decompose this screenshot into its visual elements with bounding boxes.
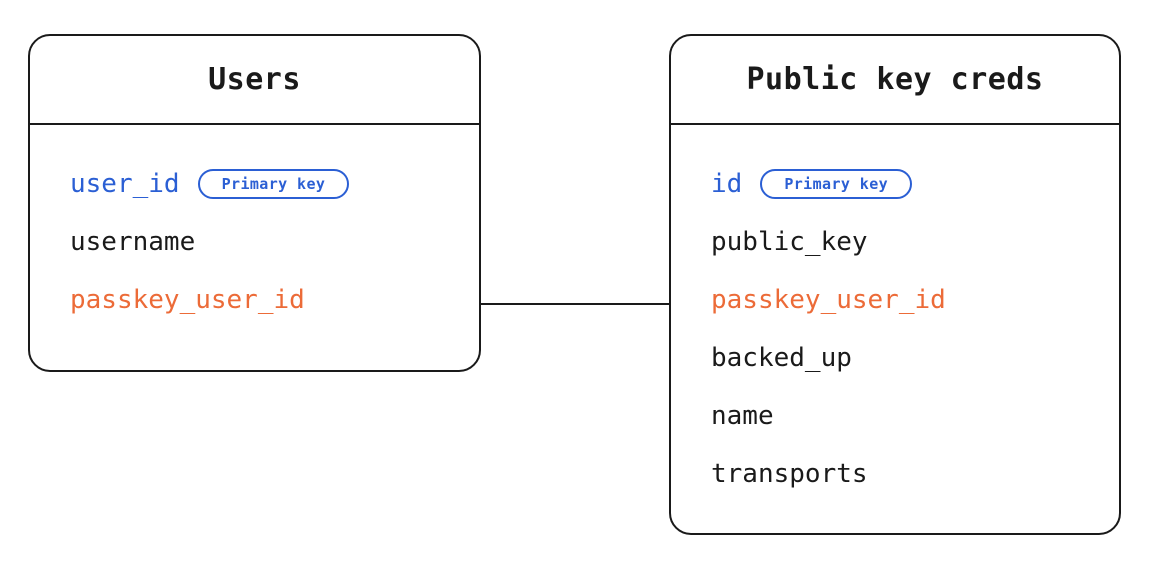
entity-card-public-key-creds[interactable]: Public key creds id Primary key public_k… bbox=[669, 34, 1121, 535]
field-row-user-id[interactable]: user_id Primary key bbox=[70, 155, 479, 213]
field-row-backed-up[interactable]: backed_up bbox=[711, 329, 1119, 387]
entity-field-list-users: user_id Primary key username passkey_use… bbox=[30, 125, 479, 329]
field-row-passkey-user-id-fk[interactable]: passkey_user_id bbox=[711, 271, 1119, 329]
entity-title-users: Users bbox=[208, 61, 301, 97]
entity-title-public-key-creds: Public key creds bbox=[746, 61, 1044, 97]
primary-key-badge-user-id: Primary key bbox=[197, 169, 350, 199]
entity-field-list-public-key-creds: id Primary key public_key passkey_user_i… bbox=[671, 125, 1119, 503]
field-name-passkey-user-id-fk: passkey_user_id bbox=[711, 285, 946, 315]
field-name-transports: transports bbox=[711, 459, 868, 489]
field-name-passkey-user-id: passkey_user_id bbox=[70, 285, 305, 315]
field-row-passkey-user-id[interactable]: passkey_user_id bbox=[70, 271, 479, 329]
entity-header-users: Users bbox=[30, 36, 479, 125]
field-row-id[interactable]: id Primary key bbox=[711, 155, 1119, 213]
field-row-username[interactable]: username bbox=[70, 213, 479, 271]
field-name-public-key: public_key bbox=[711, 227, 868, 257]
field-row-transports[interactable]: transports bbox=[711, 445, 1119, 503]
field-row-name[interactable]: name bbox=[711, 387, 1119, 445]
entity-header-public-key-creds: Public key creds bbox=[671, 36, 1119, 125]
field-name-id: id bbox=[711, 169, 743, 199]
field-name-backed-up: backed_up bbox=[711, 343, 852, 373]
field-name-user-id: user_id bbox=[70, 169, 180, 199]
entity-card-users[interactable]: Users user_id Primary key username passk… bbox=[28, 34, 481, 372]
field-name-name: name bbox=[711, 401, 774, 431]
relationship-connector-users-to-public-key-creds[interactable] bbox=[479, 303, 671, 305]
field-row-public-key[interactable]: public_key bbox=[711, 213, 1119, 271]
primary-key-badge-id: Primary key bbox=[760, 169, 913, 199]
field-name-username: username bbox=[70, 227, 196, 257]
